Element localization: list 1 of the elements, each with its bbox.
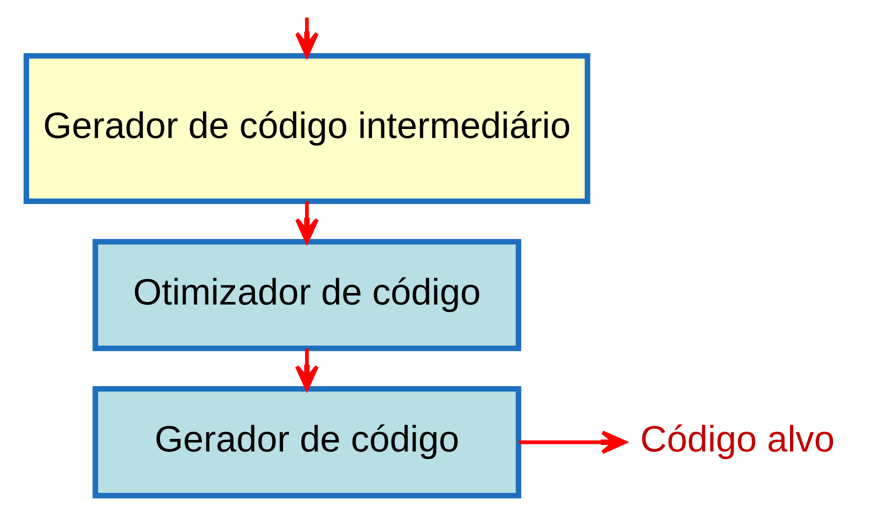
node-text: Código alvo — [640, 418, 834, 460]
